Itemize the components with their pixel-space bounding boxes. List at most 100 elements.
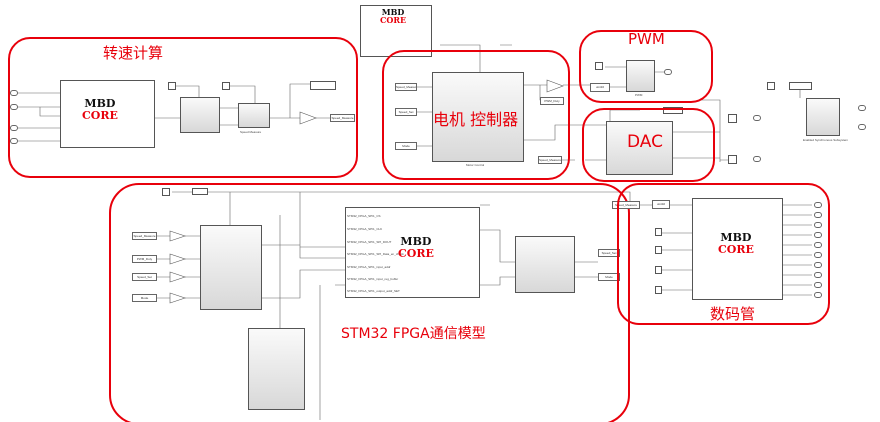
pwm-block[interactable] (626, 60, 655, 92)
gain-icon (546, 79, 564, 93)
constant-block[interactable] (192, 188, 208, 195)
clock-icon (595, 62, 603, 70)
annotation-seven-segment: 数码管 (710, 305, 756, 323)
spi-port-label: STM32_FPGA_SPI1_input_reg_buffer (347, 277, 399, 281)
sum-block[interactable] (728, 155, 737, 164)
spi-port-label: STM32_FPGA_SPI1_CLK (347, 227, 383, 231)
stm32-fpga-spi-block[interactable] (345, 207, 480, 298)
gain-icon (169, 253, 186, 265)
outport[interactable] (858, 124, 866, 130)
outport[interactable] (814, 222, 822, 228)
logo-mbd: MBD (381, 7, 405, 17)
inport[interactable] (10, 90, 18, 96)
data-select-subsystem[interactable] (248, 328, 305, 410)
goto-mode[interactable]: Mode (598, 273, 620, 281)
clock-icon (168, 82, 176, 90)
clock-icon (767, 82, 775, 90)
uint32-convert[interactable]: uint32 (652, 200, 670, 209)
inport[interactable] (10, 125, 18, 131)
from-speed-measure[interactable]: Speed_Measure (132, 232, 157, 240)
annotation-box-seven-segment (617, 183, 830, 325)
seven-segment-block[interactable] (692, 198, 783, 300)
gain-icon (169, 271, 186, 283)
enabled-subsystem-block[interactable] (806, 98, 840, 136)
enabled-subsystem-label: Enabled Synchronous Subsystem (803, 138, 849, 142)
outport[interactable] (814, 272, 822, 278)
annotation-speed-calc: 转速计算 (103, 44, 164, 62)
constant-block[interactable] (655, 228, 662, 236)
outport[interactable] (858, 105, 866, 111)
goto-pwm-duty[interactable]: PWM_Duty (540, 97, 564, 105)
input-data-subsystem[interactable] (200, 225, 262, 310)
outport-dac[interactable] (753, 156, 761, 162)
constant-block[interactable] (655, 246, 662, 254)
gain-icon (299, 111, 317, 125)
outport[interactable] (814, 292, 822, 298)
gain-icon (169, 230, 186, 242)
spi-port-label: STM32_FPGA_SPI1_SPI_DOUT (347, 240, 392, 244)
logo-mbd: MBD (84, 97, 116, 110)
outport[interactable] (814, 242, 822, 248)
annotation-pwm: PWM (628, 30, 665, 48)
from-speed-measure[interactable]: Speed_Measure (395, 83, 417, 91)
gain-icon (169, 292, 186, 304)
logo-core: CORE (398, 246, 434, 260)
inport[interactable] (10, 138, 18, 144)
from-pwm-duty[interactable]: PWM_Duty (132, 255, 157, 263)
outport[interactable] (814, 252, 822, 258)
spi-port-label: STM32_FPGA_SPI1_output_addr_SET (347, 289, 400, 293)
logo-core: CORE (380, 15, 407, 26)
from-mode[interactable]: Mode (395, 142, 417, 150)
motor-control-block[interactable] (432, 72, 524, 162)
spi-port-label: STM32_FPGA_SPI1_SPI_Data_en_check (347, 252, 404, 256)
sum-block[interactable] (728, 114, 737, 123)
from-mode[interactable]: Mode (132, 294, 157, 302)
constant-block[interactable] (789, 82, 812, 90)
annotation-box-pwm (579, 30, 713, 103)
annotation-box-motor (382, 50, 570, 180)
dac-block[interactable] (606, 121, 673, 175)
annotation-box-dac (582, 108, 715, 182)
constant-block[interactable] (655, 286, 662, 294)
speed-measure-label: Speed Measure (240, 130, 262, 134)
logo-mbd: MBD (400, 235, 432, 248)
annotation-box-speed (8, 37, 358, 178)
goto-speed-set[interactable]: Speed_Set (598, 249, 620, 257)
clock-icon (222, 82, 230, 90)
subsystem-block[interactable] (180, 97, 220, 133)
motor-control-label: Motor Control (466, 163, 485, 167)
inport[interactable] (10, 104, 18, 110)
goto-speed-measure[interactable]: Speed_Measure (330, 114, 355, 122)
clock-icon (162, 188, 170, 196)
outport[interactable] (664, 69, 672, 75)
constant-block[interactable] (655, 266, 662, 274)
output-subsystem[interactable] (515, 236, 575, 293)
outport[interactable] (814, 232, 822, 238)
outport[interactable] (814, 282, 822, 288)
pwm-block-label: PWM (635, 93, 643, 97)
spi-port-label: STM32_FPGA_SPI1_input_addr (347, 265, 391, 269)
constant-block[interactable] (663, 107, 683, 114)
encoder-block[interactable] (60, 80, 155, 148)
speed-measure-block[interactable] (238, 103, 270, 128)
outport-dac[interactable] (753, 115, 761, 121)
annotation-motor-controller: 电机 控制器 (433, 110, 519, 129)
from-speed-set[interactable]: Speed_Set (395, 108, 417, 116)
logo-core: CORE (718, 242, 754, 256)
annotation-stm32-fpga: STM32 FPGA通信模型 (341, 326, 486, 342)
display-block[interactable] (310, 81, 336, 90)
outport[interactable] (814, 212, 822, 218)
outport[interactable] (814, 262, 822, 268)
annotation-dac: DAC (627, 132, 663, 152)
from-speed-set[interactable]: Speed_Set (132, 273, 157, 281)
annotation-box-stm32 (109, 183, 630, 422)
logo-mbd: MBD (720, 231, 752, 244)
